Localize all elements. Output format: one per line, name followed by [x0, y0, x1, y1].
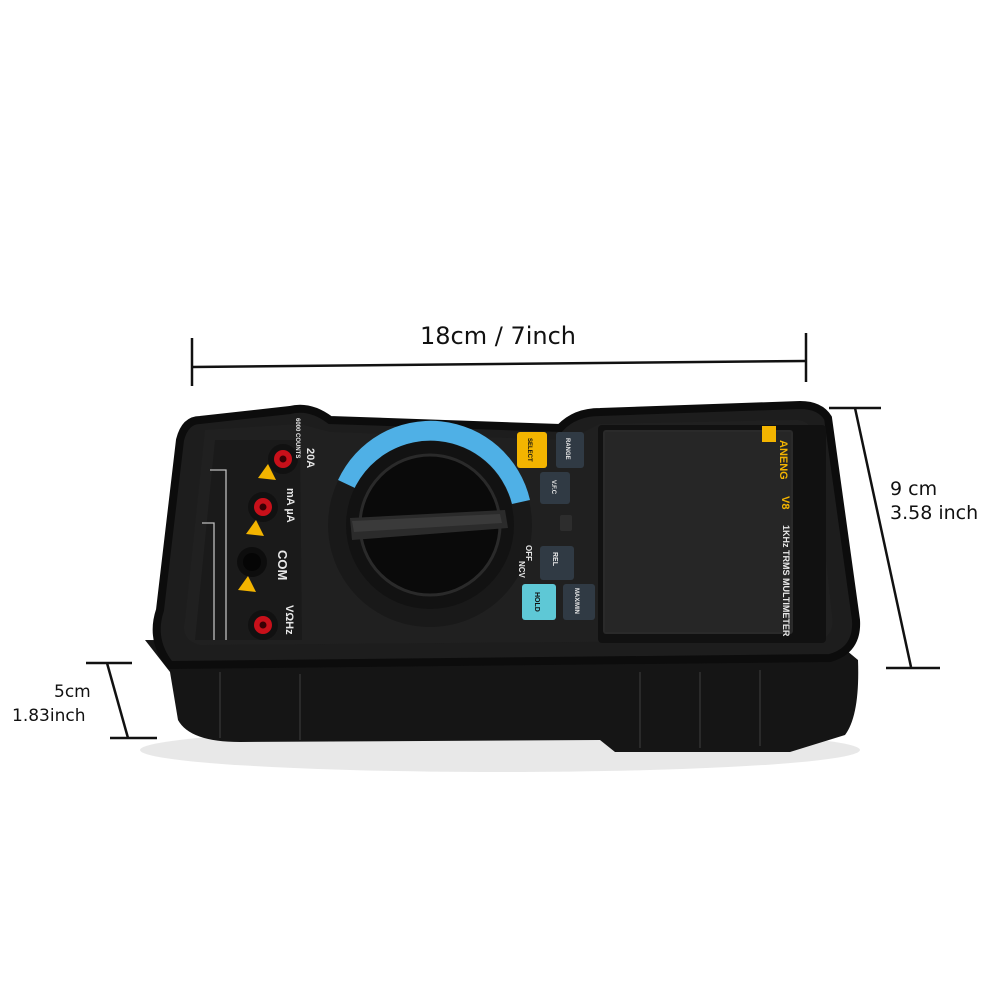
height-dimension-line [829, 406, 940, 670]
select-button-label: SELECT [526, 438, 532, 462]
select-button[interactable]: SELECT [517, 432, 547, 468]
max-min-button[interactable]: MAX/MIN [563, 584, 595, 620]
indicator-led [560, 515, 572, 531]
dial-label-off: OFF [524, 545, 533, 561]
height-dimension-inch: 3.58 inch [890, 502, 979, 524]
description-label: 1KHz TRMS MULTIMETER [781, 525, 791, 637]
jack-ma-ua[interactable] [248, 492, 278, 522]
rel-button[interactable]: REL [540, 546, 574, 580]
range-button[interactable]: RANGE [556, 432, 584, 468]
dial-label-ncv: NCV [517, 561, 526, 579]
jack-label-20a: 20A [304, 448, 316, 468]
multimeter-side [145, 640, 859, 752]
height-dimension-cm: 9 cm [890, 478, 938, 500]
model-label: V8 [779, 496, 791, 509]
jack-panel [195, 440, 302, 640]
depth-dimension-inch: 1.83inch [12, 706, 86, 726]
jack-label-ma-ua: mA µA [284, 488, 296, 523]
jack-label-com: COM [275, 550, 290, 580]
jack-v-ohm[interactable] [248, 610, 278, 640]
warning-icon [246, 520, 264, 536]
warning-icon [258, 464, 276, 480]
lcd-screen [598, 425, 826, 643]
hold-button-label: HOLD [533, 592, 540, 612]
max-min-button-label: MAX/MIN [573, 588, 579, 614]
range-button-label: RANGE [564, 438, 570, 460]
jack-label-v-ohm: VΩHz [283, 605, 295, 635]
brand-logo: ANENG [777, 440, 789, 480]
warning-icon [238, 576, 256, 592]
width-dimension-line [190, 333, 808, 386]
jack-com[interactable] [237, 547, 267, 577]
vfc-button-label: V.F.C [550, 480, 556, 495]
rel-button-label: REL [551, 552, 558, 567]
jack-20a[interactable] [268, 444, 298, 474]
vfc-button[interactable]: V.F.C [540, 472, 570, 504]
depth-dimension-cm: 5cm [54, 682, 91, 702]
depth-dimension-line [86, 661, 157, 740]
rotary-dial[interactable]: OFF NCV [328, 420, 533, 627]
width-dimension-label: 18cm / 7inch [420, 322, 577, 350]
hold-button[interactable]: HOLD [522, 584, 556, 620]
counts-label: 6000 COUNTS [294, 418, 300, 458]
